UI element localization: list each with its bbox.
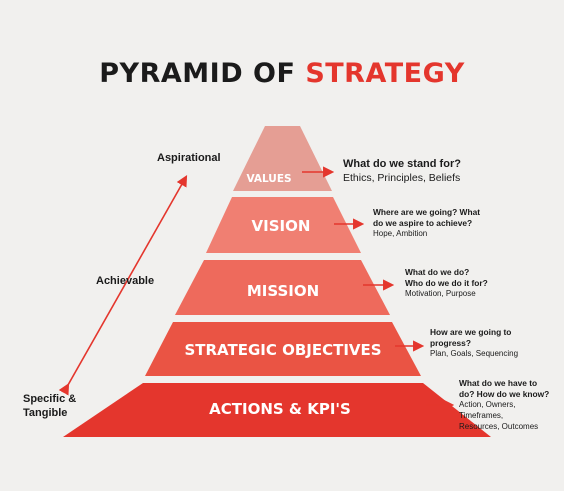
actions-answer-line3: Resources, Outcomes (459, 422, 539, 431)
tier-label-mission: MISSION (247, 282, 319, 300)
tier-objectives-shape (145, 322, 421, 376)
actions-question-line1: What do we have to (459, 378, 538, 388)
actions-question-line2: do? How do we know? (459, 388, 550, 399)
tier-label-vision: VISION (252, 217, 311, 235)
values-description: What do we stand for? Ethics, Principles… (343, 157, 461, 186)
scale-arrow (58, 175, 188, 396)
values-answer-line1: Ethics, Principles, Beliefs (343, 172, 461, 184)
values-question-line1: What do we stand for? (343, 158, 461, 170)
side-label-specific-tangible: Specific & Tangible (23, 392, 76, 420)
vision-question-line1: Where are we going? What (373, 207, 481, 217)
tier-actions-shape (63, 383, 491, 437)
objectives-description: How are we going to progress? Plan, Goal… (430, 327, 518, 359)
vision-description: Where are we going? What do we aspire to… (373, 207, 480, 239)
side-label-specific-line1: Specific & (23, 393, 77, 405)
vision-question-line2: do we aspire to achieve? (373, 217, 473, 228)
mission-question-line2: Who do we do it for? (405, 277, 488, 288)
objectives-question-line1: How are we going to (430, 327, 512, 337)
mission-question-line1: What do we do? (405, 267, 470, 277)
tier-mission-shape (175, 260, 390, 315)
tier-vision-shape (206, 197, 361, 253)
vision-answer-line1: Hope, Ambition (373, 229, 428, 238)
title-prefix: PYRAMID OF (99, 58, 306, 89)
tier-label-objectives: STRATEGIC OBJECTIVES (184, 341, 381, 359)
actions-answer-line1: Action, Owners, (459, 400, 516, 409)
tier-label-actions: ACTIONS & KPI'S (209, 400, 351, 418)
tier-label-values: VALUES (246, 173, 291, 185)
objectives-answer-line1: Plan, Goals, Sequencing (430, 349, 519, 358)
mission-description: What do we do? Who do we do it for? Moti… (405, 267, 488, 299)
page-title: PYRAMID OF STRATEGY (0, 58, 564, 89)
mission-answer-line1: Motivation, Purpose (405, 289, 476, 298)
objectives-question-line2: progress? (430, 337, 471, 348)
actions-answer-line2: Timeframes, (459, 411, 504, 420)
tier-values-shape (233, 126, 332, 191)
side-label-achievable: Achievable (96, 275, 155, 287)
side-label-aspirational: Aspirational (157, 152, 221, 164)
actions-description: What do we have to do? How do we know? A… (459, 378, 549, 432)
title-accent: STRATEGY (305, 58, 465, 89)
side-label-specific-line2: Tangible (23, 407, 68, 419)
